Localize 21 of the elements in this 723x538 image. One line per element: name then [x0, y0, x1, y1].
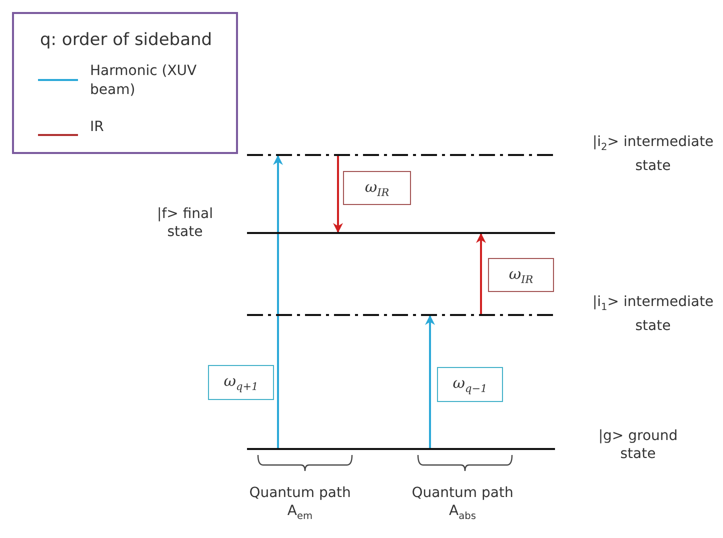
path-label: Quantum path A$_{em}$: [248, 484, 352, 524]
energy-level-line: [247, 448, 555, 450]
level-label: |i$_{1}$> intermediate state: [591, 293, 715, 335]
legend-text: Harmonic (XUV beam): [90, 62, 198, 100]
level-label: |i$_{2}$> intermediate state: [591, 133, 715, 175]
edge-label: ω$_{q−1}$: [437, 367, 503, 402]
legend-text: IR: [90, 118, 105, 137]
arrow: [425, 315, 435, 448]
energy-level-line: [247, 314, 555, 316]
level-label: |g> ground state: [597, 427, 679, 463]
edge-label: ω$_{IR}$: [343, 171, 411, 205]
energy-level-line: [247, 154, 555, 156]
edge-label: ω$_{q+1}$: [208, 365, 274, 400]
arrow: [333, 156, 343, 233]
arrow: [476, 233, 486, 314]
energy-level-line: [247, 232, 555, 234]
legend-title: q: order of sideband: [40, 30, 214, 51]
edge-label: ω$_{IR}$: [488, 258, 554, 292]
path-label: Quantum path A$_{abs}$: [410, 484, 514, 524]
level-label: |f> final state: [156, 205, 214, 241]
arrow: [273, 155, 283, 448]
